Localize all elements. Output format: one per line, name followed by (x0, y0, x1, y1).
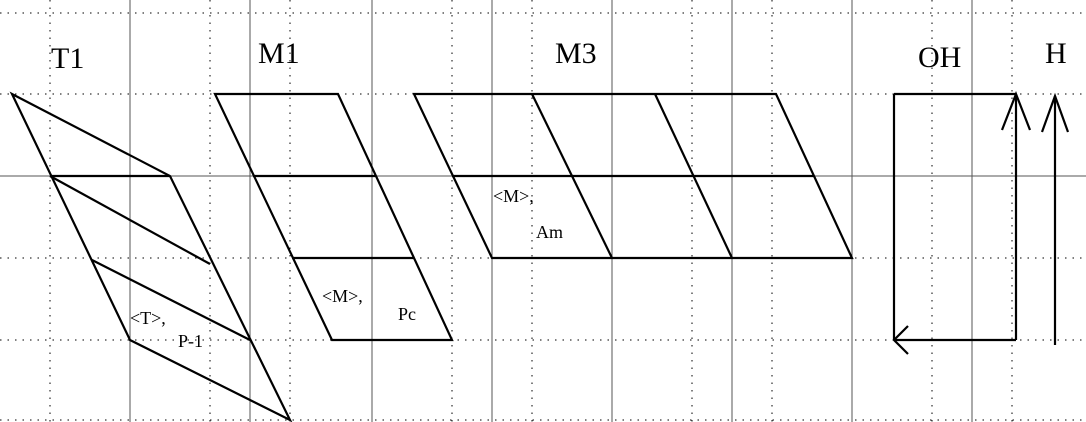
m1-shape (213, 92, 454, 342)
m3-column-line (654, 93, 733, 259)
title-m3: M3 (555, 37, 597, 70)
label-m-tag-m3: <M>, (493, 186, 534, 206)
m3-shape (412, 92, 854, 260)
h-up-arrowhead (1040, 92, 1070, 133)
t1-row-line (91, 259, 251, 341)
oh-shape (892, 90, 1032, 355)
title-t1: T1 (51, 42, 84, 75)
t1-shape (9, 91, 293, 422)
title-h: H (1045, 37, 1067, 70)
t1-row-line (49, 175, 211, 265)
label-am: Am (536, 222, 563, 242)
title-oh: OH (918, 41, 961, 74)
m3-column-line (531, 93, 613, 259)
title-m1: M1 (258, 37, 300, 70)
oh-left-arrowhead (892, 325, 909, 355)
label-t-tag: <T>, (130, 308, 166, 328)
label-p1: P-1 (178, 331, 203, 351)
oh-up-arrowhead (1000, 90, 1032, 131)
t1-outline (9, 91, 293, 422)
h-shape (1040, 92, 1070, 345)
label-pc: Pc (398, 304, 416, 324)
label-m-tag-m1: <M>, (322, 286, 363, 306)
